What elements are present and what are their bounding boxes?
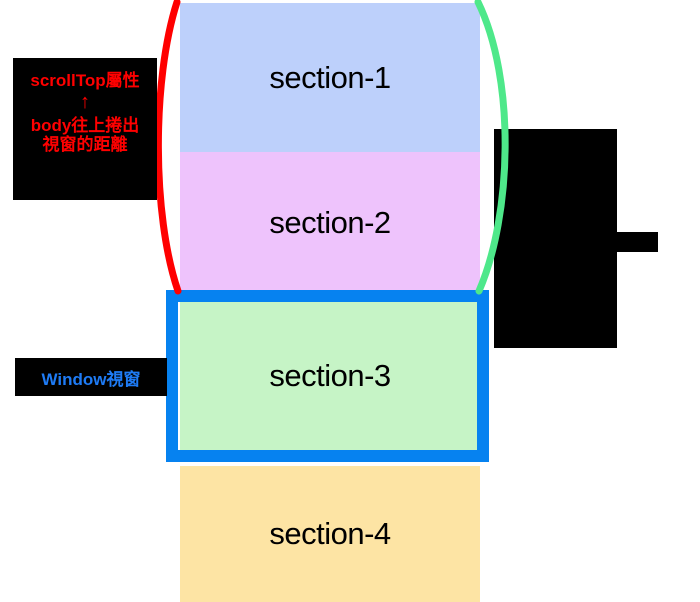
section-block-4: section-4 [180, 466, 480, 602]
scroll-height-note-bar [594, 229, 658, 252]
section-block-2: section-2 [180, 152, 480, 294]
section-label-3: section-3 [269, 358, 391, 393]
scroll-top-note-heading: scrollTop屬性 [30, 71, 140, 90]
scroll-height-note-mask [617, 218, 659, 232]
scroll-top-note-line-1: body往上捲出 [30, 116, 140, 136]
section-block-1: section-1 [180, 3, 480, 152]
section-block-3: section-3 [180, 302, 480, 450]
scroll-top-range-arc [154, 0, 182, 295]
scroll-top-note-box: scrollTop屬性 ↑ body往上捲出 視窗的距離 [13, 58, 157, 200]
window-note-box: Window視窗 [15, 358, 167, 396]
section-label-2: section-2 [269, 205, 391, 240]
arrow-up-icon: ↑ [80, 91, 90, 114]
section-label-1: section-1 [269, 59, 391, 95]
scroll-top-note-line-2: 視窗的距離 [42, 135, 128, 155]
section-label-4: section-4 [269, 516, 391, 551]
window-note-label: Window視窗 [41, 369, 141, 389]
